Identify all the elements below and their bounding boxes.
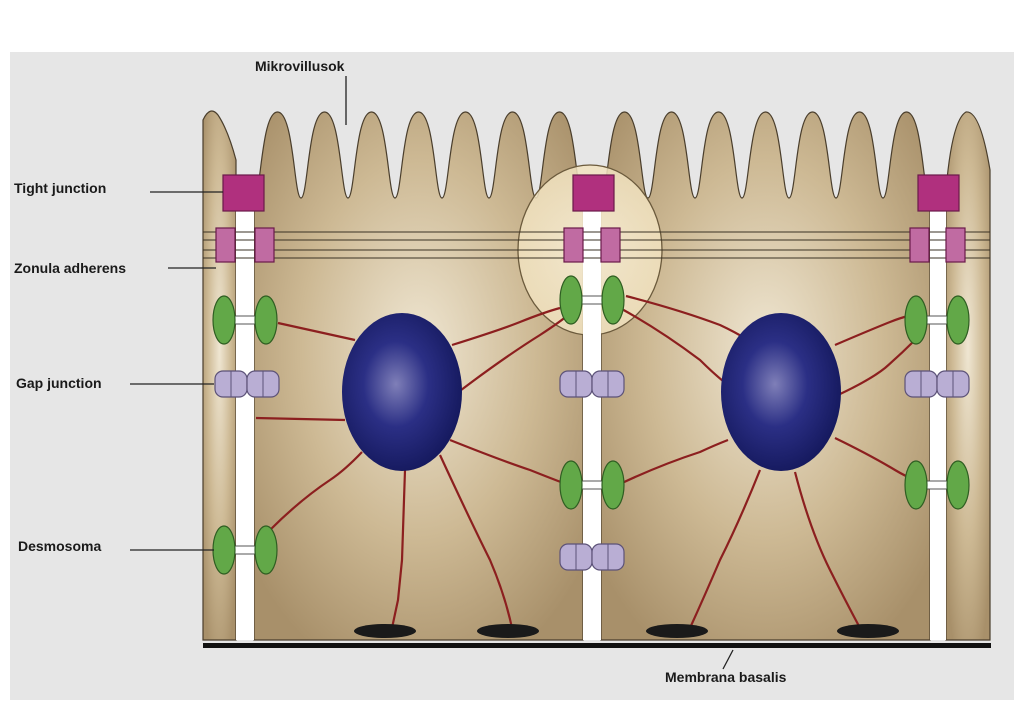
nucleus-left (342, 313, 462, 471)
label-zonula-adherens: Zonula adherens (14, 260, 127, 276)
label-tight-junction: Tight junction (14, 180, 107, 196)
intercellular-space-right (930, 195, 946, 640)
leader-lines (130, 76, 734, 670)
intercellular-space-middle (583, 195, 601, 640)
nucleus-right (721, 313, 841, 471)
gap-junctions (214, 370, 970, 571)
label-gap-junction: Gap junction (16, 375, 102, 391)
desmosome (559, 460, 625, 510)
gap-junction (559, 370, 625, 398)
label-microvilli: Mikrovillusok (255, 58, 345, 74)
tight-junctions (222, 174, 960, 212)
desmosome (559, 275, 625, 325)
intercellular-space-left (236, 195, 254, 640)
desmosome (212, 525, 278, 575)
gap-junction (904, 370, 970, 398)
zonula-adherens-plaques (215, 227, 966, 263)
label-basal-membrane: Membrana basalis (665, 669, 787, 685)
desmosomes (212, 275, 970, 575)
gap-junction (559, 543, 625, 571)
desmosome (904, 460, 970, 510)
cytoskeleton-filaments (255, 294, 916, 629)
label-desmosome: Desmosoma (18, 538, 102, 554)
desmosome (904, 295, 970, 345)
adherens-belt-lines (203, 231, 990, 259)
hemidesmosomes (354, 624, 899, 638)
gap-junction (214, 370, 280, 398)
basal-membrane (203, 643, 991, 648)
desmosome (212, 295, 278, 345)
